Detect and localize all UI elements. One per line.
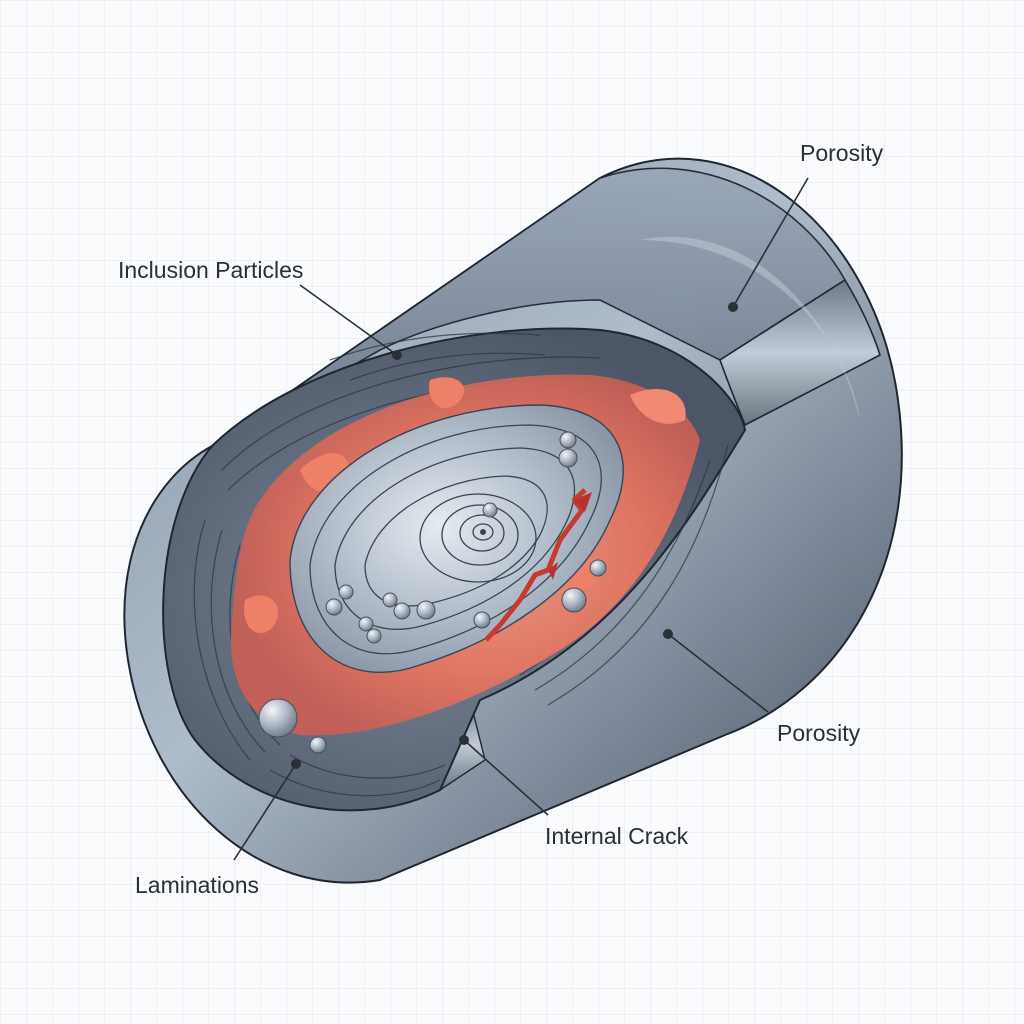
label-internal-crack: Internal Crack [545,823,689,849]
inclusion-particles [258,431,607,754]
callout-internal-crack: Internal Crack [459,735,689,849]
cross-section-face [162,327,747,812]
callout-laminations: Laminations [135,759,301,898]
callout-porosity-top: Porosity [728,140,884,312]
surface-groove [719,278,881,427]
callout-inclusion-particles: Inclusion Particles [118,257,402,360]
label-porosity-right: Porosity [777,720,861,746]
label-porosity-top: Porosity [800,140,884,166]
label-laminations: Laminations [135,872,259,898]
callout-porosity-right: Porosity [663,629,861,746]
label-inclusion-particles: Inclusion Particles [118,257,303,283]
